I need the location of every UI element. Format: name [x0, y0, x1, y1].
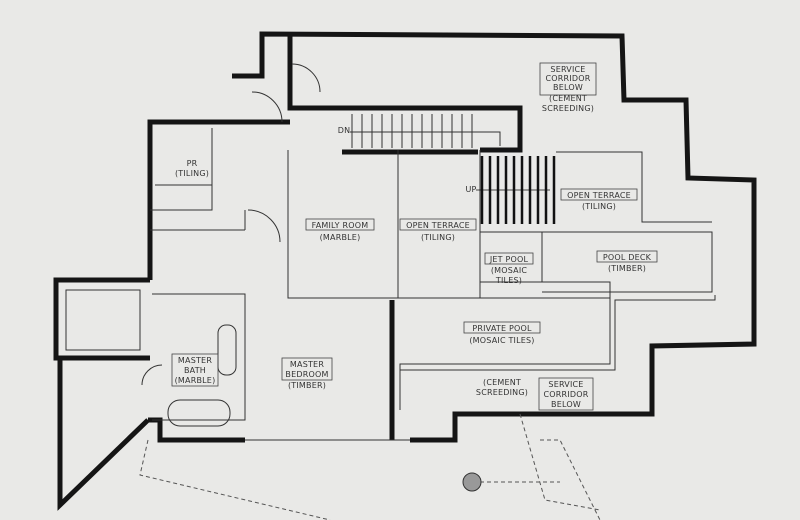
svg-text:(MARBLE): (MARBLE) [320, 233, 361, 242]
label-open-terrace-center: OPEN TERRACE (TILING) [399, 218, 477, 242]
site-dashed-boundary [139, 413, 601, 520]
svg-text:BELOW: BELOW [553, 83, 583, 92]
svg-text:(CEMENT: (CEMENT [549, 94, 587, 103]
svg-text:(TILING): (TILING) [582, 202, 616, 211]
svg-text:POOL DECK: POOL DECK [603, 253, 652, 262]
stair-up[interactable] [476, 156, 556, 224]
label-pool-deck: POOL DECK (TIMBER) [596, 250, 658, 273]
upper-wall [147, 34, 523, 280]
svg-text:(MOSAIC TILES): (MOSAIC TILES) [469, 336, 534, 345]
label-private-pool: PRIVATE POOL (MOSAIC TILES) [463, 321, 541, 345]
vanity-tub-icon [217, 324, 237, 376]
compass-icon [462, 472, 482, 492]
label-up: UP [465, 185, 476, 194]
svg-text:(CEMENT: (CEMENT [483, 378, 521, 387]
svg-text:(TIMBER): (TIMBER) [288, 381, 326, 390]
svg-text:(MARBLE): (MARBLE) [175, 376, 216, 385]
svg-text:BATH: BATH [184, 366, 206, 375]
svg-text:BEDROOM: BEDROOM [285, 370, 328, 379]
svg-text:TILES): TILES) [495, 276, 522, 285]
bed-icon [65, 289, 141, 351]
svg-text:BELOW: BELOW [551, 400, 581, 409]
label-jet-pool: JET POOL (MOSAIC TILES) [484, 252, 534, 285]
svg-text:(MOSAIC: (MOSAIC [491, 266, 528, 275]
door-swing[interactable] [141, 63, 321, 386]
label-service-corridor-bottom: SERVICE CORRIDOR BELOW [538, 377, 594, 411]
svg-text:CORRIDOR: CORRIDOR [544, 390, 589, 399]
stair-down [350, 114, 501, 148]
label-powder-room: PR (TILING) [175, 159, 209, 178]
svg-text:OPEN TERRACE: OPEN TERRACE [406, 221, 470, 230]
bathtub-icon [167, 399, 231, 427]
svg-text:(TIMBER): (TIMBER) [608, 264, 646, 273]
label-master-bedroom: MASTER BEDROOM (TIMBER) [281, 357, 333, 390]
svg-text:OPEN TERRACE: OPEN TERRACE [567, 191, 631, 200]
label-family-room: FAMILY ROOM (MARBLE) [305, 218, 375, 242]
svg-text:SERVICE: SERVICE [550, 65, 585, 74]
interior-lines [150, 128, 716, 441]
svg-text:SERVICE: SERVICE [548, 380, 583, 389]
label-dn: DN [338, 126, 351, 135]
svg-text:JET POOL: JET POOL [489, 255, 529, 264]
svg-text:(TILING): (TILING) [175, 169, 209, 178]
svg-text:FAMILY ROOM: FAMILY ROOM [312, 221, 369, 230]
svg-text:(TILING): (TILING) [421, 233, 455, 242]
svg-text:PR: PR [187, 159, 198, 168]
label-cement-screeding-bottom: (CEMENT SCREEDING) [476, 378, 528, 397]
svg-text:CORRIDOR: CORRIDOR [546, 74, 591, 83]
svg-text:SCREEDING): SCREEDING) [542, 104, 594, 113]
label-service-corridor-top: SERVICE CORRIDOR BELOW (CEMENT SCREEDING… [539, 62, 597, 113]
svg-text:PRIVATE POOL: PRIVATE POOL [472, 324, 532, 333]
bath-wall [57, 358, 245, 511]
svg-text:SCREEDING): SCREEDING) [476, 388, 528, 397]
outer-wall [232, 31, 757, 443]
svg-text:MASTER: MASTER [290, 360, 324, 369]
label-open-terrace-right: OPEN TERRACE (TILING) [560, 188, 638, 211]
label-master-bath: MASTER BATH (MARBLE) [171, 353, 219, 387]
left-box-wall [53, 277, 150, 361]
svg-text:MASTER: MASTER [178, 356, 212, 365]
